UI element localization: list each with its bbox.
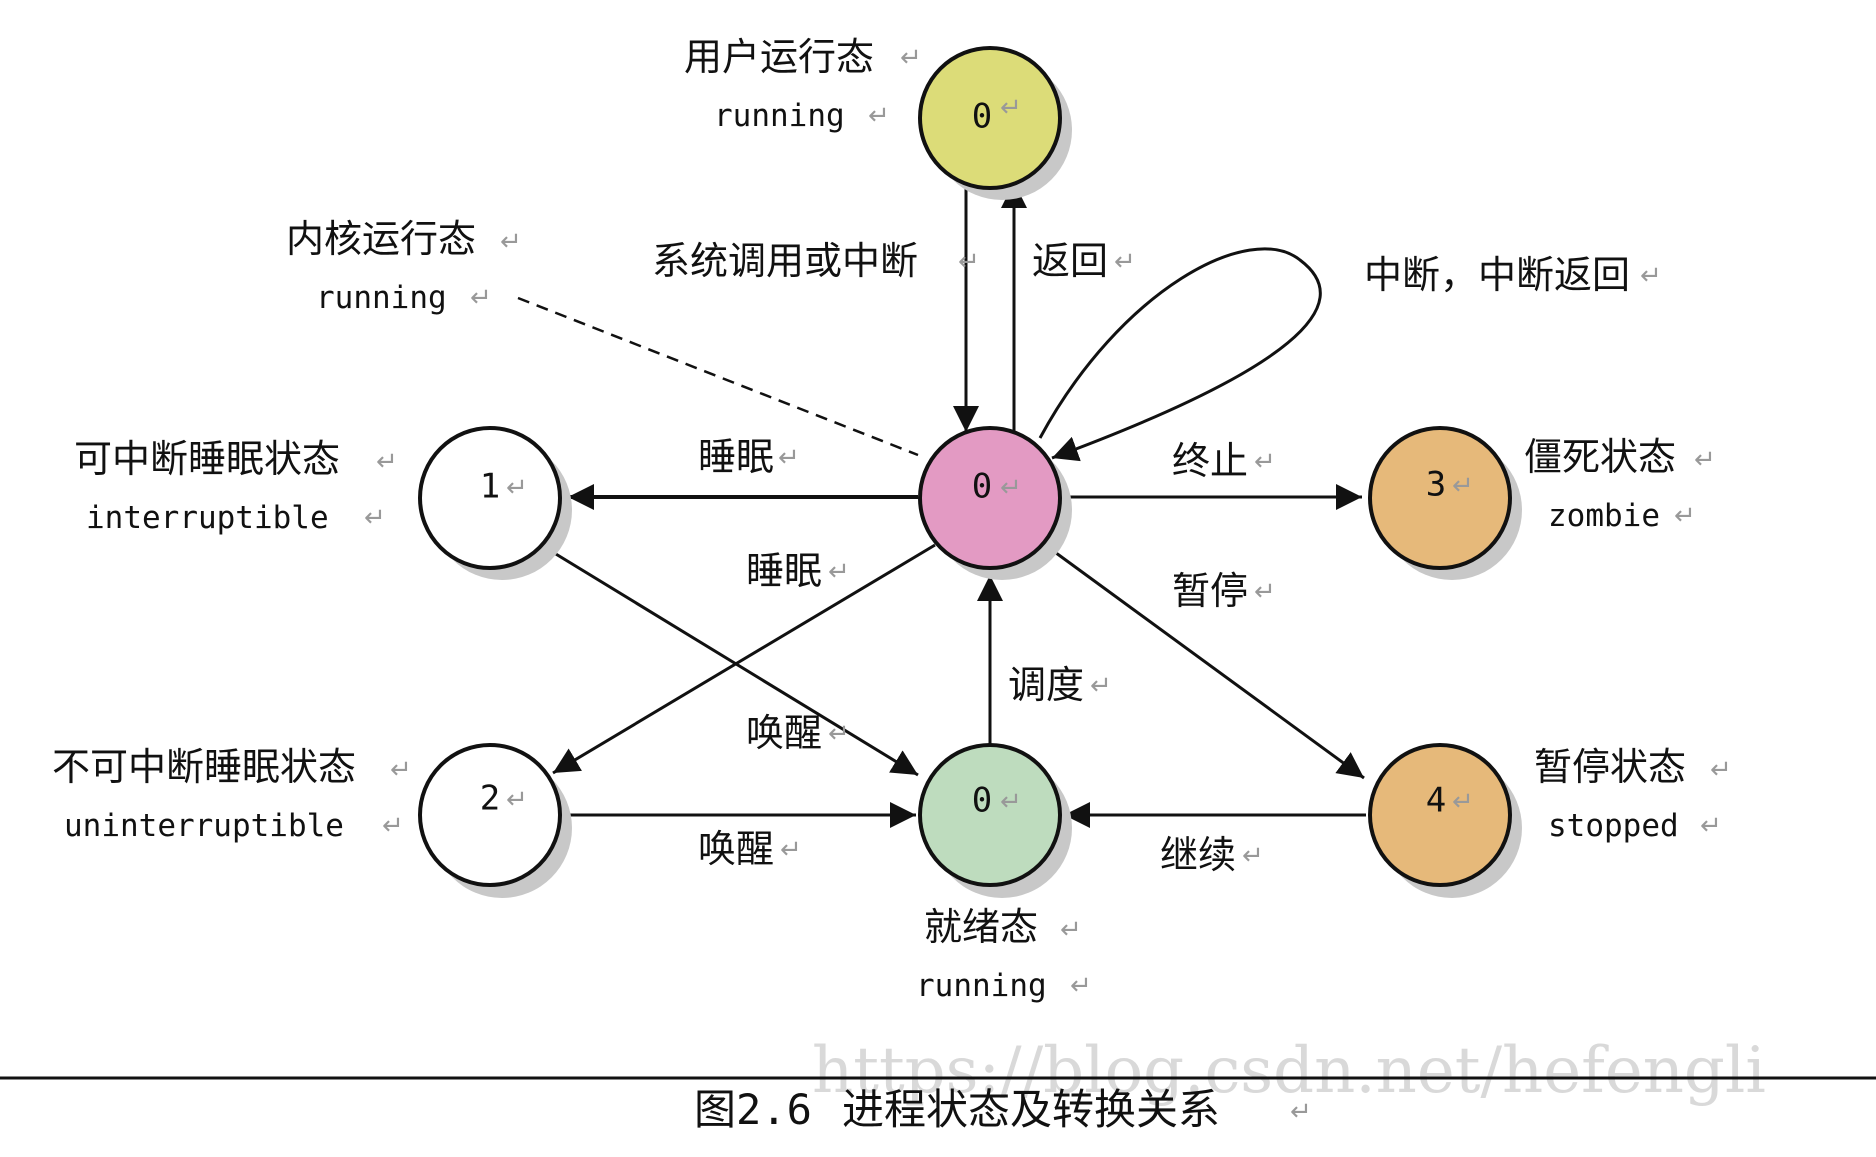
label-sleep-interruptible: 睡眠: [698, 435, 774, 479]
label-continue: 继续: [1160, 833, 1236, 877]
label-interrupt-loop: 中断，中断返回: [1364, 253, 1630, 297]
node-stopped-number: 4: [1426, 781, 1446, 821]
node-interruptible-circle: [418, 426, 562, 570]
node-ready-number: 0: [972, 781, 992, 821]
label-uninterruptible-subtitle: uninterruptible: [64, 808, 344, 844]
node-kernel-running: 0: [918, 426, 1072, 580]
figure-caption: 图2.6 进程状态及转换关系 ↵: [694, 1085, 1312, 1134]
node-user-running-number: 0: [972, 97, 992, 137]
return-mark: ↵: [506, 785, 528, 815]
label-zombie-title: 僵死状态: [1524, 435, 1676, 479]
return-mark: ↵: [1070, 971, 1092, 1001]
return-mark: ↵: [1254, 577, 1276, 607]
state-labels: 用户运行态 ↵ running ↵ 内核运行态 ↵ running ↵ 可中断睡…: [52, 35, 1732, 1004]
node-uninterruptible: 2: [418, 743, 572, 898]
node-interruptible: 1: [418, 426, 572, 580]
return-mark: ↵: [1000, 93, 1022, 123]
node-user-running: 0: [918, 46, 1072, 200]
label-interruptible-title: 可中断睡眠状态: [74, 437, 340, 481]
node-kernel-running-circle: [918, 426, 1062, 570]
label-interruptible-subtitle: interruptible: [86, 500, 329, 536]
kernel-running-pointer: [517, 296, 919, 457]
label-wake-uninterruptible: 唤醒: [698, 827, 774, 871]
node-stopped: 4: [1368, 743, 1522, 898]
watermark-text: https://blog.csdn.net/hefengli: [812, 1034, 1766, 1108]
label-kernel-running-subtitle: running: [316, 280, 447, 316]
label-zombie-subtitle: zombie: [1548, 498, 1660, 534]
return-mark: ↵: [1290, 1097, 1312, 1127]
return-mark: ↵: [900, 43, 922, 73]
node-zombie-number: 3: [1426, 465, 1446, 505]
return-mark: ↵: [828, 719, 850, 749]
return-mark: ↵: [1242, 841, 1264, 871]
node-return-marks: ↵ ↵ ↵ ↵ ↵ ↵ ↵: [506, 93, 1474, 817]
return-mark: ↵: [1674, 501, 1696, 531]
return-mark: ↵: [780, 835, 802, 865]
node-ready: 0: [918, 743, 1072, 898]
return-mark: ↵: [1114, 247, 1136, 277]
label-sleep-uninterruptible: 睡眠: [746, 549, 822, 593]
label-pause: 暂停: [1172, 569, 1248, 613]
label-syscall: 系统调用或中断: [652, 239, 918, 283]
return-mark: ↵: [778, 443, 800, 473]
caption-text: 进程状态及转换关系: [842, 1085, 1220, 1134]
node-user-running-circle: [918, 46, 1062, 190]
node-zombie-circle: [1368, 426, 1512, 570]
return-mark: ↵: [828, 557, 850, 587]
return-mark: ↵: [506, 473, 528, 503]
return-mark: ↵: [1060, 915, 1082, 945]
label-wake-interruptible: 唤醒: [746, 711, 822, 755]
return-mark: ↵: [1000, 787, 1022, 817]
return-mark: ↵: [1090, 671, 1112, 701]
label-user-running-subtitle: running: [714, 98, 845, 134]
return-mark: ↵: [1694, 445, 1716, 475]
label-stopped-subtitle: stopped: [1548, 808, 1679, 844]
return-mark: ↵: [376, 447, 398, 477]
return-mark: ↵: [1452, 787, 1474, 817]
return-mark: ↵: [1700, 811, 1722, 841]
node-uninterruptible-number: 2: [480, 779, 500, 819]
return-mark: ↵: [1640, 261, 1662, 291]
transition-labels: 系统调用或中断 ↵ 返回 ↵ 中断，中断返回 ↵ 睡眠 ↵ 终止 ↵ 睡眠 ↵ …: [652, 239, 1662, 877]
node-interruptible-number: 1: [480, 467, 500, 507]
return-mark: ↵: [390, 755, 412, 785]
label-return: 返回: [1032, 239, 1108, 283]
node-uninterruptible-circle: [418, 743, 562, 887]
edge-interrupt-loop: [1038, 247, 1322, 462]
return-mark: ↵: [470, 283, 492, 313]
caption-figure-number: 图2.6: [694, 1085, 812, 1134]
label-stopped-title: 暂停状态: [1534, 745, 1686, 789]
node-ready-circle: [918, 743, 1062, 887]
label-uninterruptible-title: 不可中断睡眠状态: [52, 745, 356, 789]
return-mark: ↵: [868, 101, 890, 131]
return-mark: ↵: [500, 227, 522, 257]
node-kernel-running-number: 0: [972, 467, 992, 507]
node-stopped-circle: [1368, 743, 1512, 887]
return-mark: ↵: [382, 811, 404, 841]
transition-edges: [517, 182, 1366, 828]
node-zombie: 3: [1368, 426, 1522, 580]
return-mark: ↵: [1254, 447, 1276, 477]
label-terminate: 终止: [1172, 439, 1248, 483]
label-schedule: 调度: [1008, 663, 1084, 707]
label-kernel-running-title: 内核运行态: [286, 217, 476, 261]
label-ready-title: 就绪态: [924, 905, 1038, 949]
return-mark: ↵: [958, 247, 980, 277]
return-mark: ↵: [1000, 473, 1022, 503]
edge-sleep-uninterruptible: [552, 543, 936, 775]
label-ready-subtitle: running: [916, 968, 1047, 1004]
edge-wake-interruptible: [545, 546, 919, 777]
label-user-running-title: 用户运行态: [684, 35, 874, 79]
return-mark: ↵: [364, 503, 386, 533]
return-mark: ↵: [1710, 755, 1732, 785]
edge-pause: [1051, 548, 1365, 780]
return-mark: ↵: [1452, 471, 1474, 501]
state-nodes: 0 0 1 2 0 3: [418, 46, 1522, 898]
